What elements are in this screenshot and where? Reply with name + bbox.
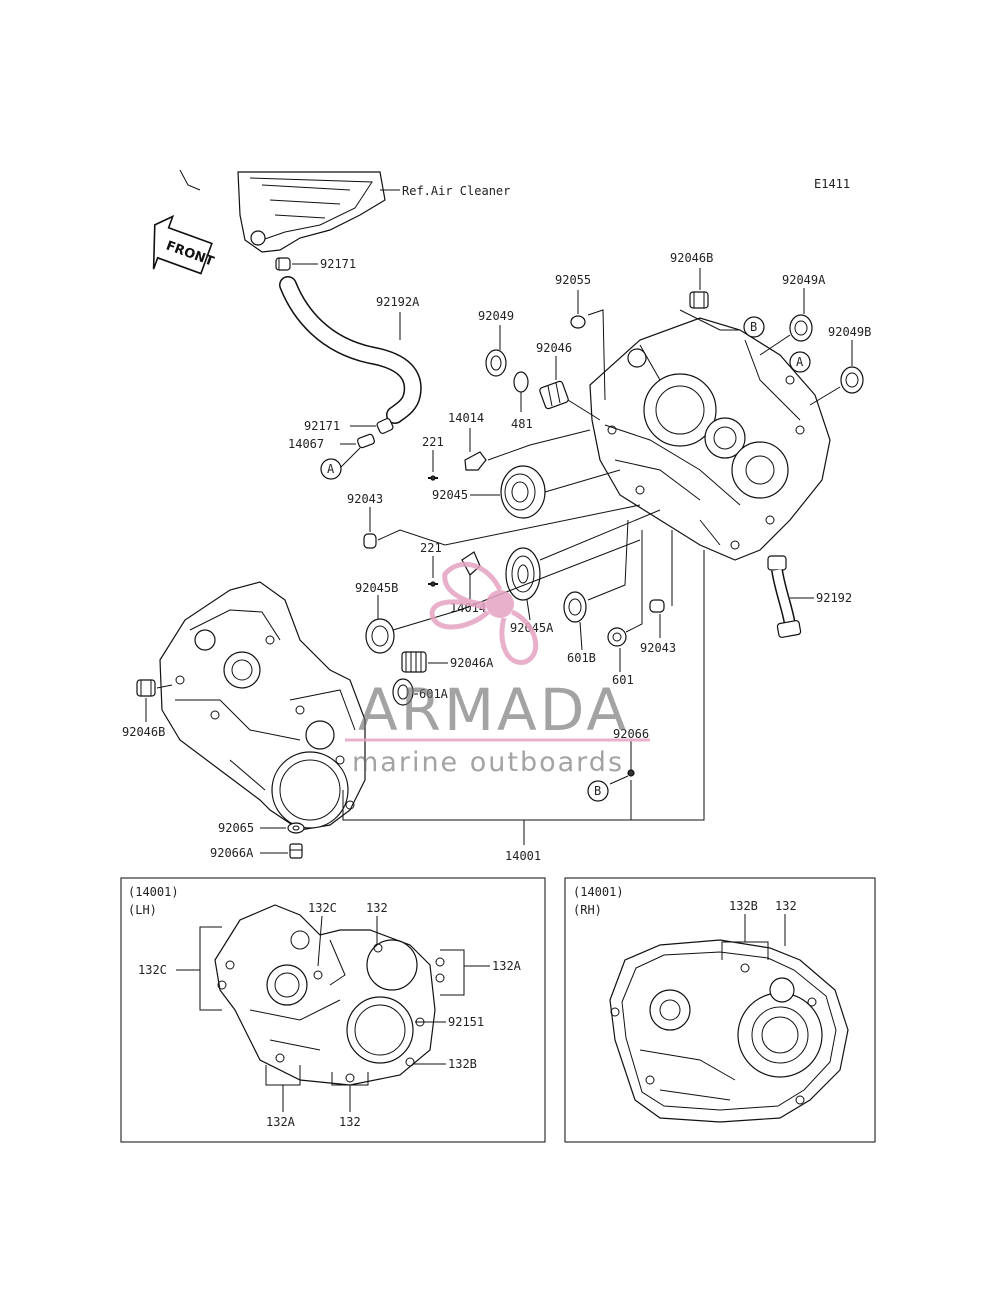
dowel-92043-right	[649, 599, 665, 613]
bearing-601	[607, 627, 627, 647]
bearing-92046b-top	[689, 291, 709, 309]
clamp-92171-mid	[376, 417, 394, 435]
inset-lh-132a-right: 132A	[492, 959, 522, 973]
seal-92049b	[840, 366, 864, 394]
label-14067: 14067	[288, 437, 324, 451]
label-14001: 14001	[505, 849, 541, 863]
label-92043-right: 92043	[640, 641, 676, 655]
bearing-92046b-left	[136, 679, 156, 697]
label-221-mid: 221	[420, 541, 442, 555]
label-92171-mid: 92171	[304, 419, 340, 433]
screw-221-mid	[428, 581, 438, 587]
plug-92066a	[289, 843, 303, 859]
label-92046b-left: 92046B	[122, 725, 165, 739]
watermark-brand: ARMADA	[358, 676, 629, 744]
label-601b: 601B	[567, 651, 596, 665]
label-92045: 92045	[432, 488, 468, 502]
bearing-92045b	[365, 618, 395, 654]
plug-92066	[627, 769, 635, 777]
circlip-481	[513, 371, 529, 393]
screw-221-top	[428, 475, 438, 481]
label-14014-top: 14014	[448, 411, 484, 425]
ref-air-cleaner-label: Ref.Air Cleaner	[402, 184, 510, 198]
clamp-92171-top	[275, 257, 291, 271]
dowel-92043-left	[363, 533, 377, 549]
label-92046: 92046	[536, 341, 572, 355]
inset-lh-132-bottom: 132	[339, 1115, 361, 1129]
label-601a: 601A	[419, 687, 449, 701]
bearing-92045	[500, 465, 546, 519]
inset-rh-132: 132	[775, 899, 797, 913]
label-92055: 92055	[555, 273, 591, 287]
label-92066: 92066	[613, 727, 649, 741]
watermark: ARMADA marine outboards	[345, 561, 650, 778]
inset-rh: (14001) (RH) 132B 132	[564, 877, 876, 1143]
inset-lh-132a-bottom: 132A	[266, 1115, 296, 1129]
label-92045b: 92045B	[355, 581, 398, 595]
bearing-601a	[392, 678, 414, 706]
label-92192a: 92192A	[376, 295, 420, 309]
ref-a-left: A	[327, 462, 335, 476]
hose-92192a	[279, 276, 422, 424]
label-92065: 92065	[218, 821, 254, 835]
front-arrow-icon: FRONT	[152, 214, 216, 275]
inset-rh-header-1: (14001)	[573, 885, 624, 899]
inset-lh-header-2: (LH)	[128, 903, 157, 917]
inset-lh-132c-top: 132C	[308, 901, 337, 915]
bearing-92045a	[505, 547, 541, 601]
bearing-92046	[539, 380, 569, 410]
label-92066a: 92066A	[210, 846, 254, 860]
bearing-601b	[563, 591, 587, 623]
crankcase-rh-main	[589, 317, 831, 561]
label-92046a: 92046A	[450, 656, 494, 670]
ref-b-top: B	[750, 320, 757, 334]
inset-lh-132b: 132B	[448, 1057, 477, 1071]
watermark-tagline: marine outboards	[352, 747, 624, 778]
diagram-code: E1411	[814, 177, 850, 191]
label-92171-top: 92171	[320, 257, 356, 271]
inset-lh-header-1: (14001)	[128, 885, 179, 899]
inset-rh-header-2: (RH)	[573, 903, 602, 917]
hose-92192	[767, 555, 802, 638]
seal-92049a	[789, 314, 813, 342]
washer-92065	[287, 822, 305, 834]
propeller-logo	[429, 561, 539, 665]
plate-14014-top	[464, 451, 487, 471]
label-221-top: 221	[422, 435, 444, 449]
ref-a-right: A	[796, 355, 804, 369]
inset-lh-92151: 92151	[448, 1015, 484, 1029]
air-cleaner-housing	[179, 169, 386, 253]
oring-92055	[570, 315, 586, 329]
fitting-14067	[357, 433, 375, 449]
inset-lh: (14001) (LH) 132C 132 132C 132A 92151 13…	[120, 877, 546, 1143]
inset-lh-132-top: 132	[366, 901, 388, 915]
label-92046b-top: 92046B	[670, 251, 713, 265]
label-601: 601	[612, 673, 634, 687]
seal-92049	[485, 349, 507, 377]
crankcase-lh-main	[159, 581, 366, 831]
ref-b-bottom: B	[594, 784, 601, 798]
label-481: 481	[511, 417, 533, 431]
inset-rh-132b: 132B	[729, 899, 758, 913]
inset-lh-132c-left: 132C	[138, 963, 167, 977]
label-92049: 92049	[478, 309, 514, 323]
label-92049a: 92049A	[782, 273, 826, 287]
label-92043-left: 92043	[347, 492, 383, 506]
bearing-92046a	[401, 651, 427, 673]
label-92192: 92192	[816, 591, 852, 605]
label-92049b: 92049B	[828, 325, 871, 339]
